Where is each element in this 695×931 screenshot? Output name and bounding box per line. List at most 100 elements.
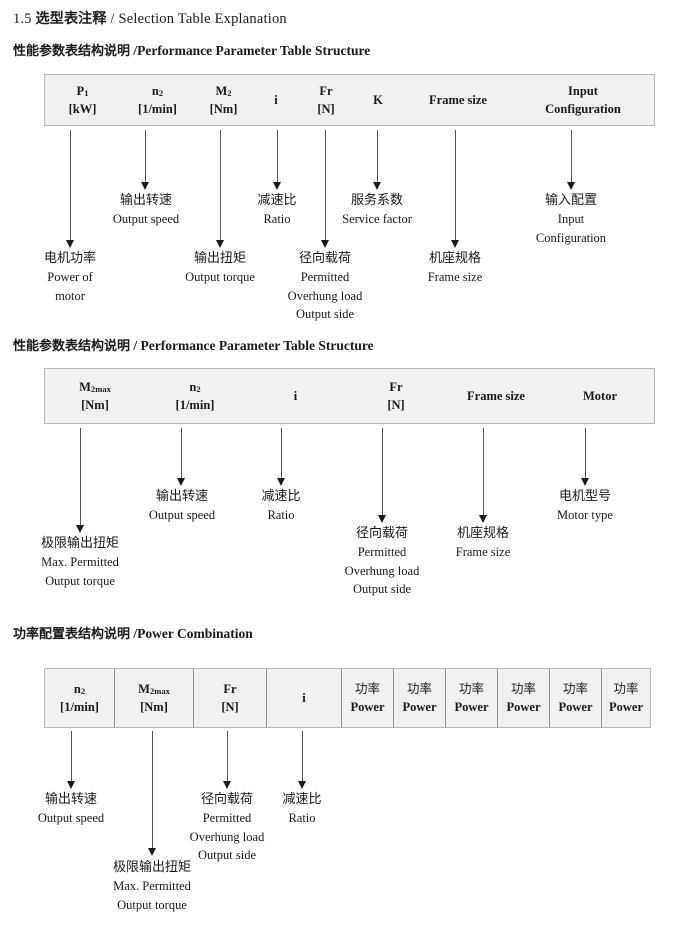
header-cell-line-1: 功率 xyxy=(354,680,380,696)
arrow-max-permitted-output-torque xyxy=(76,428,85,533)
section-3-heading-separator: / xyxy=(133,626,138,641)
section-2-heading-cn: 性能参数表结构说明 xyxy=(13,339,131,354)
header-cell-line-2: Configuration xyxy=(545,102,621,116)
label-input-configuration: 输入配置 Input Configuration xyxy=(536,191,606,247)
header-cell-line-2: Power xyxy=(454,700,489,714)
table-header-cell: Motor xyxy=(546,369,654,423)
label-en-2: motor xyxy=(55,288,85,303)
label-permitted-overhung-load-2: 径向载荷 Permitted Overhung load Output side xyxy=(345,524,420,599)
arrow-output-speed-3 xyxy=(67,731,76,789)
header-cell-line-2: [kW] xyxy=(68,102,97,116)
label-en-1: Output torque xyxy=(185,270,255,285)
label-cn: 极限输出扭矩 xyxy=(40,536,120,551)
label-max-permitted-output-torque-3: 极限输出扭矩 Max. Permitted Output torque xyxy=(113,858,191,914)
label-cn: 输出转速 xyxy=(119,193,172,208)
table-header-cell: M2max[Nm] xyxy=(114,669,193,727)
header-cell-line-2: [Nm] xyxy=(140,700,168,714)
page-title: 1.5 选型表注释 / Selection Table Explanation xyxy=(13,8,287,28)
label-max-permitted-output-torque: 极限输出扭矩 Max. Permitted Output torque xyxy=(41,534,119,590)
table-header-cell: n2[1/min] xyxy=(145,369,245,423)
label-cn: 减速比 xyxy=(261,489,301,504)
label-ratio: 减速比 Ratio xyxy=(257,191,296,229)
arrow-output-speed xyxy=(141,130,150,190)
label-en-1: Output speed xyxy=(37,811,105,826)
arrow-motor-type xyxy=(581,428,590,486)
label-frame-size-2: 机座规格 Frame size xyxy=(456,524,511,562)
header-cell-line-1: 功率 xyxy=(613,680,639,696)
header-cell-line-1: K xyxy=(373,92,383,107)
header-cell-line-2: [1/min] xyxy=(175,398,215,412)
header-cell-line-2: [N] xyxy=(221,700,239,714)
arrow-ratio xyxy=(273,130,282,190)
label-en-1: Permitted xyxy=(357,545,407,560)
label-en-1: Frame size xyxy=(427,270,483,285)
arrow-output-speed-2 xyxy=(177,428,186,486)
page-title-separator: / xyxy=(110,11,115,27)
header-cell-line-2: [1/min] xyxy=(60,700,99,714)
arrow-permitted-overhung-load-2 xyxy=(378,428,387,523)
table-header-cell: n2 [1/min] xyxy=(45,669,114,727)
header-cell-line-2: [Nm] xyxy=(209,102,238,116)
label-ratio-2: 减速比 Ratio xyxy=(261,487,300,525)
label-cn: 输出扭矩 xyxy=(193,251,247,266)
arrow-input-configuration xyxy=(567,130,576,190)
arrow-frame-size xyxy=(451,130,460,248)
header-cell-line-1: Frame size xyxy=(467,388,525,403)
label-en-1: Output speed xyxy=(112,212,180,227)
header-cell-line-1: Frame size xyxy=(429,92,487,107)
page-title-cn: 选型表注释 xyxy=(35,11,107,27)
header-cell-line-1: M2 xyxy=(215,83,232,98)
header-cell-line-1: Fr xyxy=(389,379,403,394)
table-header-cell: P1[kW] xyxy=(45,75,120,125)
label-en-3: Output side xyxy=(353,582,411,597)
table-header-cell: Frame size xyxy=(404,75,512,125)
section-3-heading: 功率配置表结构说明 /Power Combination xyxy=(13,623,253,642)
header-cell-line-1: Motor xyxy=(582,388,617,403)
label-en-3: Output side xyxy=(198,848,256,863)
header-cell-line-1: i xyxy=(274,92,278,107)
label-permitted-overhung-load: 径向载荷 Permitted Overhung load Output side xyxy=(288,249,363,324)
label-ratio-3: 减速比 Ratio xyxy=(282,790,321,828)
header-cell-line-1: Fr xyxy=(319,83,333,98)
header-cell-line-1: 功率 xyxy=(406,680,432,696)
label-cn: 机座规格 xyxy=(456,526,509,541)
label-service-factor: 服务系数 Service factor xyxy=(342,191,412,229)
header-cell-line-1: Input xyxy=(568,83,598,98)
label-output-speed-3: 输出转速 Output speed xyxy=(38,790,104,828)
label-output-speed: 输出转速 Output speed xyxy=(113,191,179,229)
header-cell-line-2: [1/min] xyxy=(138,102,177,116)
label-cn: 径向载荷 xyxy=(200,792,254,807)
arrow-frame-size-2 xyxy=(479,428,488,523)
page-title-number: 1.5 xyxy=(13,11,32,27)
header-cell-line-1: 功率 xyxy=(562,680,588,696)
header-cell-line-2: Power xyxy=(506,700,541,714)
label-en-2: Overhung load xyxy=(189,829,265,844)
section-1-heading-en: Performance Parameter Table Structure xyxy=(137,43,371,58)
label-motor-type: 电机型号 Motor type xyxy=(557,487,613,525)
header-cell-line-1: i xyxy=(293,388,298,403)
arrow-power-of-motor xyxy=(66,130,75,248)
label-cn: 输入配置 xyxy=(544,193,598,208)
label-en-1: Input xyxy=(557,212,585,227)
label-output-speed-2: 输出转速 Output speed xyxy=(149,487,215,525)
header-cell-line-2: [N] xyxy=(317,102,335,116)
arrow-service-factor xyxy=(373,130,382,190)
header-cell-line-1: M2max xyxy=(79,379,111,394)
header-cell-line-1: n2 xyxy=(73,681,86,696)
label-output-torque: 输出扭矩 Output torque xyxy=(185,249,255,287)
arrow-ratio-3 xyxy=(298,731,307,789)
header-cell-line-2: Power xyxy=(350,700,385,714)
label-cn: 径向载荷 xyxy=(298,251,352,266)
section-2-heading-separator: / xyxy=(133,338,138,353)
table-header-cell: Fr [N] xyxy=(300,75,352,125)
label-en-1: Output speed xyxy=(148,508,216,523)
table-header-cell: n2[1/min] xyxy=(120,75,195,125)
header-cell-line-2: [Nm] xyxy=(81,398,109,412)
label-en-2: Overhung load xyxy=(344,563,420,578)
